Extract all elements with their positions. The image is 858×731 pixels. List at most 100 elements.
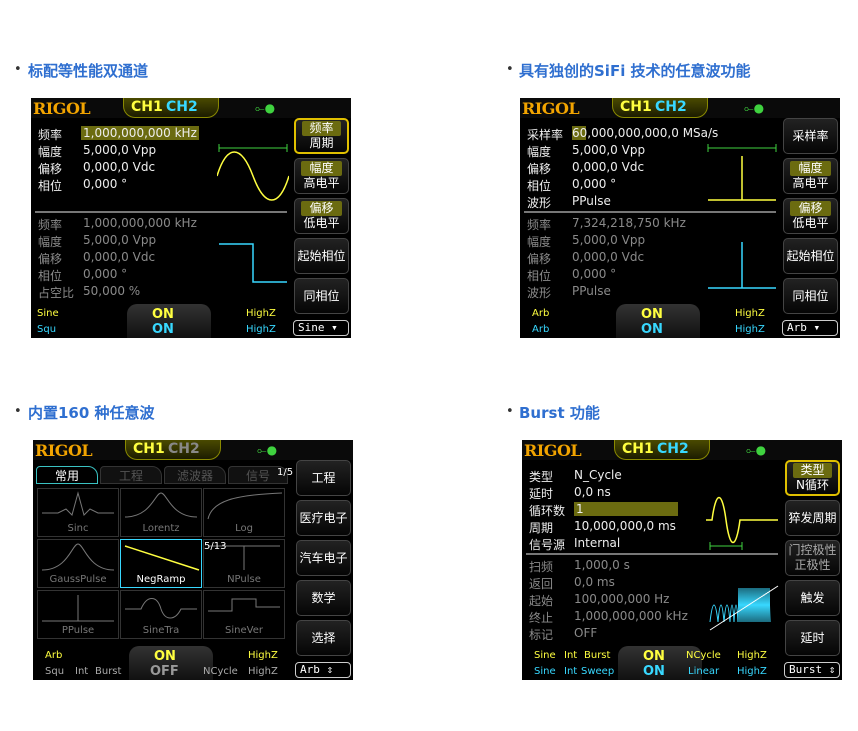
softkey-top: 偏移 [301, 201, 342, 216]
param-label: 终止 [529, 611, 554, 625]
softkey-top: 偏移 [790, 201, 831, 216]
ch1-label[interactable]: CH1 [622, 441, 654, 457]
param-value[interactable]: 5,000,0 Vpp [83, 143, 157, 157]
param-value-cycles[interactable]: 1 [574, 502, 678, 516]
ch1-label[interactable]: CH1 [133, 441, 165, 457]
tab-common[interactable]: 常用 [36, 466, 98, 484]
ch2-output-state[interactable]: OFF [150, 664, 179, 679]
softkey-bottom: 触发 [800, 590, 825, 605]
param-value[interactable]: 0,0 ns [574, 485, 611, 499]
softkey-sample-rate[interactable]: 采样率 [783, 118, 838, 154]
param-value: 1,000,000,000 kHz [574, 609, 688, 623]
ch2-output-state[interactable]: ON [152, 322, 174, 337]
softkey-delay[interactable]: 延时 [785, 620, 840, 656]
softkey-align-phase[interactable]: 同相位 [783, 278, 838, 314]
lorentz-wave-icon [124, 492, 198, 518]
softkey-burst-period[interactable]: 猝发周期 [785, 500, 840, 536]
ch1-impedance: HighZ [246, 308, 276, 319]
wave-cell-log[interactable]: Log [203, 488, 285, 537]
waveform-select[interactable]: Arb ▾ [782, 320, 838, 336]
param-value[interactable]: 0,000,0 Vdc [83, 160, 156, 174]
param-value-frequency[interactable]: 1,000,000,000 kHz [81, 126, 199, 140]
ch2-impedance: HighZ [735, 324, 765, 335]
channel-tab[interactable] [125, 440, 221, 460]
tab-signal[interactable]: 信号 [228, 466, 288, 484]
ch2-output-state[interactable]: ON [641, 322, 663, 337]
param-label: 周期 [529, 521, 554, 535]
ch2-label[interactable]: CH2 [657, 441, 689, 457]
param-value[interactable]: 0,000 ° [83, 177, 128, 191]
waveform-select[interactable]: Arb ⇕ [295, 662, 351, 678]
softkey-burst-type[interactable]: 类型 N循环 [785, 460, 840, 496]
softkey-start-phase[interactable]: 起始相位 [783, 238, 838, 274]
select-value: Burst [789, 663, 823, 676]
channel-divider [526, 553, 778, 555]
channel-tab[interactable] [614, 440, 710, 460]
softkey-trigger[interactable]: 触发 [785, 580, 840, 616]
wave-cell-sinc[interactable]: Sinc [37, 488, 119, 537]
npulse-wave-icon [208, 545, 280, 570]
ch2-label[interactable]: CH2 [168, 441, 200, 457]
ch2-output-state[interactable]: ON [643, 664, 665, 679]
param-value: 0,000,0 Vdc [83, 250, 156, 264]
softkey-automotive[interactable]: 汽车电子 [296, 540, 351, 576]
param-value: 1,000,000,000 kHz [83, 216, 197, 230]
channel-tab[interactable] [123, 98, 219, 118]
wave-cell-ppulse[interactable]: PPulse [37, 590, 119, 639]
softkey-offset-low[interactable]: 偏移 低电平 [294, 198, 349, 234]
chevron-updown-icon: ⇕ [326, 663, 334, 676]
softkey-bottom: 高电平 [303, 176, 340, 190]
param-label: 波形 [527, 196, 552, 210]
wave-cell-lorentz[interactable]: Lorentz [120, 488, 202, 537]
mode-select[interactable]: Burst ⇕ [784, 662, 840, 678]
ch2-impedance: HighZ [246, 324, 276, 335]
channel-tab[interactable] [612, 98, 708, 118]
wave-cell-label: Log [235, 523, 253, 534]
ch1-output-state[interactable]: ON [643, 649, 665, 664]
ch2-label[interactable]: CH2 [655, 99, 687, 115]
param-value[interactable]: 0,000 ° [572, 177, 617, 191]
wave-cell-npulse[interactable]: NPulse [203, 539, 285, 588]
ch1-output-state[interactable]: ON [152, 307, 174, 322]
cell-index: 5/13 [204, 541, 227, 552]
softkey-gate-polarity[interactable]: 门控极性 正极性 [785, 540, 840, 576]
softkey-label: 汽车电子 [299, 550, 348, 565]
softkey-select[interactable]: 选择 [296, 620, 351, 656]
param-value[interactable]: Internal [574, 536, 621, 550]
param-label: 幅度 [38, 235, 63, 249]
param-value[interactable]: 10,000,000,0 ms [574, 519, 676, 533]
ch2-label[interactable]: CH2 [166, 99, 198, 115]
wave-cell-gausspulse[interactable]: GaussPulse [37, 539, 119, 588]
ch1-output-state[interactable]: ON [641, 307, 663, 322]
softkey-align-phase[interactable]: 同相位 [294, 278, 349, 314]
param-value-sample-rate[interactable]: 60,000,000,000,0 MSa/s [572, 126, 719, 140]
ch2-impedance: HighZ [737, 666, 767, 677]
param-value[interactable]: PPulse [572, 194, 611, 208]
ch1-label[interactable]: CH1 [131, 99, 163, 115]
wave-cell-negramp[interactable]: NegRamp [120, 539, 202, 588]
wave-cell-sinever[interactable]: SineVer [203, 590, 285, 639]
waveform-select[interactable]: Sine ▾ [293, 320, 349, 336]
softkey-amplitude-high[interactable]: 幅度 高电平 [783, 158, 838, 194]
ch1-wave-type: Sine [534, 650, 556, 661]
softkey-amplitude-high[interactable]: 幅度 高电平 [294, 158, 349, 194]
param-value[interactable]: N_Cycle [574, 468, 622, 482]
softkey-engineering[interactable]: 工程 [296, 460, 351, 496]
ch1-output-state[interactable]: ON [154, 649, 176, 664]
param-value[interactable]: 0,000,0 Vdc [572, 160, 645, 174]
param-label: 起始 [529, 594, 554, 608]
softkey-frequency-period[interactable]: 频率 周期 [294, 118, 349, 154]
param-value[interactable]: 5,000,0 Vpp [572, 143, 646, 157]
section-title-burst: Burst 功能 [519, 404, 600, 422]
softkey-bottom: 同相位 [303, 288, 340, 303]
softkey-medical[interactable]: 医疗电子 [296, 500, 351, 536]
tab-engineering[interactable]: 工程 [100, 466, 162, 484]
param-value: 100,000,000 Hz [574, 592, 670, 606]
softkey-offset-low[interactable]: 偏移 低电平 [783, 198, 838, 234]
ch1-label[interactable]: CH1 [620, 99, 652, 115]
softkey-math[interactable]: 数学 [296, 580, 351, 616]
wave-cell-sinetra[interactable]: SineTra [120, 590, 202, 639]
tab-filter[interactable]: 滤波器 [164, 466, 226, 484]
softkey-start-phase[interactable]: 起始相位 [294, 238, 349, 274]
section-title-builtin-waves: 内置160 种任意波 [28, 404, 155, 422]
